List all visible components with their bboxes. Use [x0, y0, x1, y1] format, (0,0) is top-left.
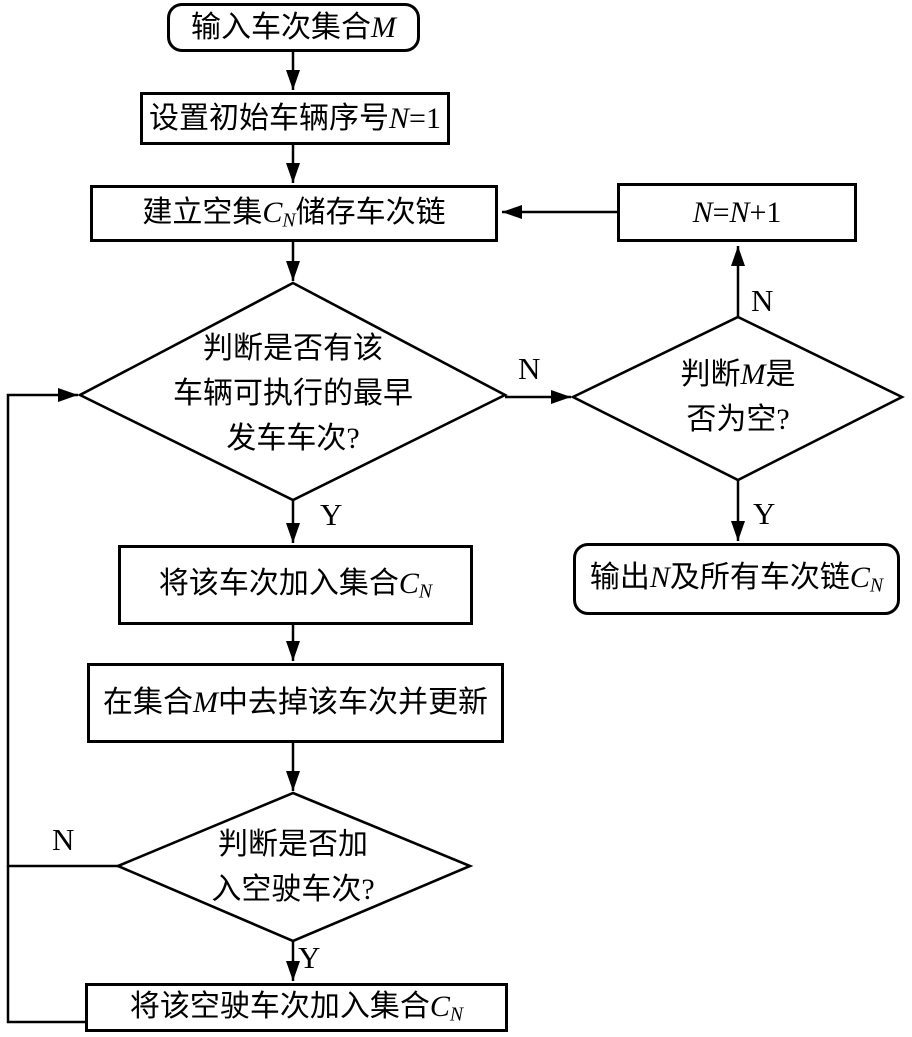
node-add-trip: 将该车次加入集合CN [118, 545, 473, 625]
label-decision1-no: N [518, 351, 541, 386]
node-remove-trip: 在集合M中去掉该车次并更新 [87, 663, 504, 743]
node-init-vehicle-number: 设置初始车辆序号N=1 [140, 92, 450, 145]
node-increment-label: N=N+1 [692, 195, 782, 229]
node-add-empty-run-label: 将该空驶车次加入集合CN [129, 989, 464, 1026]
node-start-label: 输入车次集合M [191, 10, 396, 44]
node-output: 输出N及所有车次链CN [573, 543, 900, 615]
decision-earliest-trip-label: 判断是否有该 车辆可执行的最早 发车车次? [173, 332, 413, 455]
edge-decision2-no-loop-to-decision1 [6, 388, 118, 868]
node-remove-trip-label: 在集合M中去掉该车次并更新 [103, 686, 488, 720]
node-add-trip-label: 将该车次加入集合CN [158, 567, 433, 603]
decision-empty-run-label: 判断是否加 入空驶车次? [211, 828, 375, 906]
node-increment-n: N=N+1 [617, 183, 857, 242]
node-create-empty-set: 建立空集CN储存车次链 [90, 185, 498, 242]
node-init-label: 设置初始车辆序号N=1 [149, 101, 441, 135]
decision-m-empty-label: 判断M是 否为空? [680, 358, 796, 436]
node-add-empty-run-trip: 将该空驶车次加入集合CN [85, 983, 508, 1032]
node-start: 输入车次集合M [167, 3, 420, 52]
node-output-label: 输出N及所有车次链CN [589, 561, 884, 597]
label-decision3-yes: Y [753, 496, 776, 531]
label-decision3-no: N [751, 283, 774, 318]
edge-addempty-loop-to-decision1 [6, 866, 85, 1024]
label-decision1-yes: Y [320, 497, 343, 532]
label-decision2-yes: Y [298, 940, 321, 975]
label-decision2-no: N [52, 822, 75, 857]
node-create-label: 建立空集CN储存车次链 [142, 195, 446, 232]
